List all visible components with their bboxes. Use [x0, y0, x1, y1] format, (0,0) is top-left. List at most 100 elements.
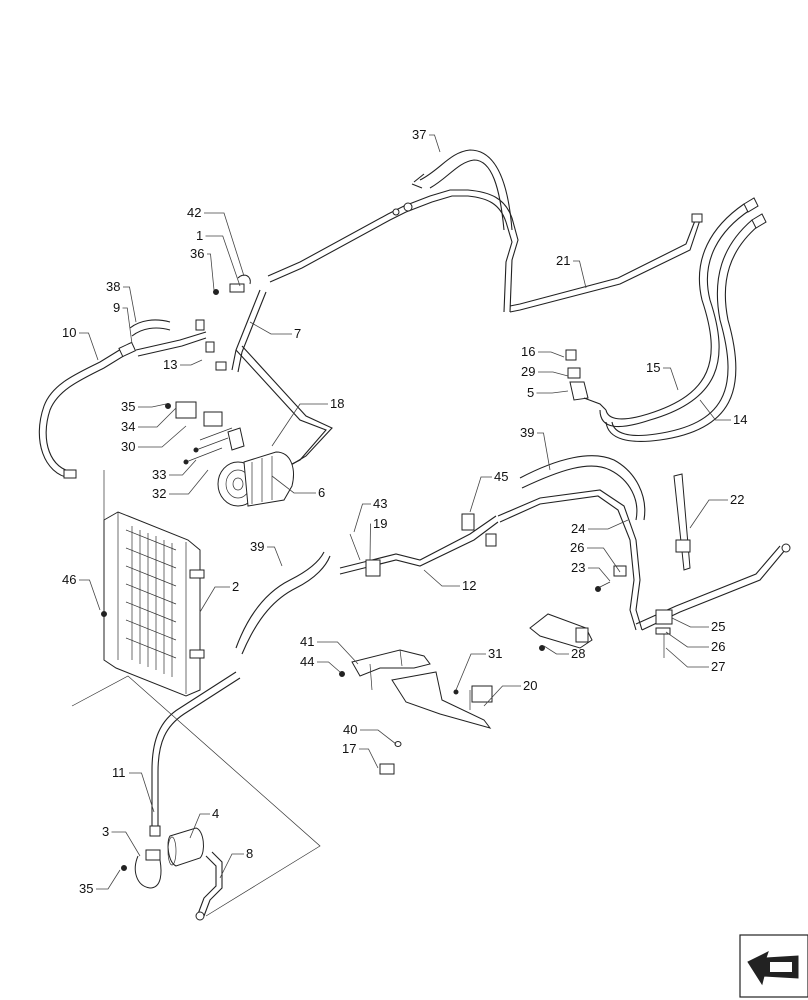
callout-c46: 46	[62, 572, 101, 611]
leader-line	[271, 403, 328, 447]
clip-19	[365, 559, 381, 577]
callout-label: 21	[556, 253, 570, 268]
callout-c38: 38	[106, 279, 137, 323]
pipe-21	[509, 213, 703, 313]
callout-label: 12	[462, 578, 476, 593]
callout-c2: 2	[199, 579, 239, 613]
callout-label: 27	[711, 659, 725, 674]
callout-label: 15	[646, 360, 660, 375]
callout-c30: 30	[121, 425, 187, 454]
callout-c16: 16	[521, 344, 565, 359]
callout-c27: 27	[665, 647, 725, 674]
leader-line	[359, 748, 379, 769]
leader-line	[689, 499, 728, 529]
leader-line	[543, 645, 569, 655]
leader-line	[123, 286, 137, 323]
callout-c6: 6	[271, 475, 325, 500]
callout-label: 43	[373, 496, 387, 511]
hose-38-9	[129, 319, 207, 357]
callout-c28: 28	[543, 645, 585, 661]
callout-label: 7	[294, 326, 301, 341]
callout-c17: 17	[342, 741, 379, 769]
callout-label: 9	[113, 300, 120, 315]
callout-c35a: 35	[121, 399, 167, 414]
leader-line	[663, 367, 679, 391]
leader-line	[483, 685, 521, 707]
callout-c7: 7	[249, 321, 301, 341]
callout-c26b: 26	[665, 631, 725, 654]
leader-line	[671, 617, 709, 628]
bracket-41	[351, 649, 431, 691]
callout-label: 8	[246, 846, 253, 861]
callout-label: 3	[102, 824, 109, 839]
leader-line	[207, 253, 215, 291]
callout-label: 2	[232, 579, 239, 594]
hose-39-lower	[235, 551, 331, 655]
callout-c32: 32	[152, 469, 209, 501]
leader-line	[369, 523, 371, 561]
pipe-24	[497, 489, 791, 631]
callout-label: 11	[112, 765, 126, 780]
leader-line	[249, 321, 292, 335]
leader-line	[360, 729, 397, 745]
callout-c31: 31	[455, 646, 502, 691]
callout-c44: 44	[300, 654, 341, 673]
leader-line	[317, 641, 359, 665]
leader-line	[138, 403, 167, 408]
callout-c14: 14	[699, 399, 747, 427]
callout-c4: 4	[189, 806, 219, 839]
leader-line	[587, 547, 621, 573]
leader-line	[199, 586, 230, 613]
bracket-22	[673, 473, 691, 571]
valve-block	[565, 349, 607, 411]
callout-c11: 11	[112, 765, 155, 813]
callout-label: 25	[711, 619, 725, 634]
leader-line	[538, 371, 569, 377]
callout-c8: 8	[219, 846, 253, 879]
leader-line	[271, 475, 316, 494]
hose-11	[149, 671, 241, 837]
leader-line	[573, 260, 587, 289]
leader-line	[189, 813, 210, 839]
pipe-upper-long	[267, 189, 519, 313]
callout-label: 24	[571, 521, 585, 536]
callout-label: 10	[62, 325, 76, 340]
callout-c37: 37	[412, 127, 441, 153]
leader-line	[205, 235, 241, 287]
condenser	[103, 511, 205, 697]
callout-c23: 23	[571, 560, 611, 582]
next-page-arrow-icon[interactable]	[739, 934, 808, 998]
receiver-drier	[167, 827, 204, 867]
callout-c18: 18	[271, 396, 344, 447]
callout-label: 14	[733, 412, 747, 427]
callout-label: 5	[527, 385, 534, 400]
callout-c41: 41	[300, 634, 359, 665]
callout-c1: 1	[196, 228, 241, 287]
callout-c10: 10	[62, 325, 99, 361]
leader-line	[588, 567, 611, 582]
leader-line	[537, 432, 551, 471]
callout-label: 4	[212, 806, 219, 821]
leader-line	[129, 772, 155, 813]
leader-line	[79, 579, 101, 611]
leader-line	[536, 390, 569, 394]
hose-10	[38, 341, 137, 479]
leader-line	[204, 212, 245, 277]
callout-label: 41	[300, 634, 314, 649]
callout-c22: 22	[689, 492, 744, 529]
callout-label: 26	[570, 540, 584, 555]
callout-label: 16	[521, 344, 535, 359]
callout-label: 45	[494, 469, 508, 484]
callout-label: 40	[343, 722, 357, 737]
clip-25	[655, 609, 673, 658]
callout-c24: 24	[571, 519, 629, 536]
callout-c33: 33	[152, 459, 197, 482]
callout-c29: 29	[521, 364, 569, 379]
leader-line	[138, 425, 187, 448]
callout-label: 36	[190, 246, 204, 261]
callout-label: 31	[488, 646, 502, 661]
leader-line	[180, 359, 203, 366]
leader-line	[455, 653, 486, 691]
pipe-7	[231, 289, 333, 471]
callout-label: 35	[79, 881, 93, 896]
